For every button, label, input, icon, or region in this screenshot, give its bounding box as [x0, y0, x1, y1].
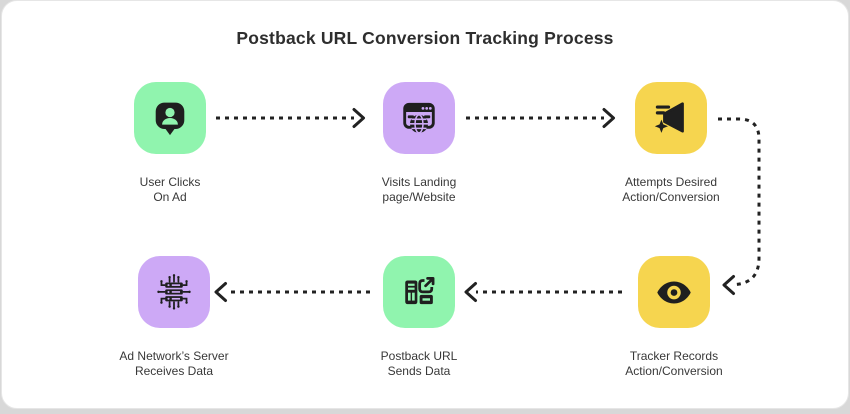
server-circuit-icon	[157, 274, 191, 310]
step-tile	[638, 256, 710, 328]
page-title: Postback URL Conversion Tracking Process	[236, 28, 614, 48]
step-label: User Clicks On Ad	[139, 175, 201, 204]
step-label: Visits Landing page/Website	[381, 175, 457, 204]
step-adnetwork-receives: Ad Network’s Server Receives Data	[86, 256, 262, 379]
step-label: Postback URL Sends Data	[380, 349, 458, 378]
eye-tracker-icon	[657, 281, 691, 304]
step-visits-landing: Visits Landing page/Website	[331, 82, 507, 205]
step-tile	[383, 256, 455, 328]
browser-globe-icon	[403, 102, 435, 134]
step-tile	[138, 256, 210, 328]
step-label: Tracker Records Action/Conversion	[625, 349, 723, 378]
step-tile	[383, 82, 455, 154]
step-postback-sends: Postback URL Sends Data	[331, 256, 507, 379]
megaphone-icon	[654, 102, 684, 133]
step-attempts-action: Attempts Desired Action/Conversion	[583, 82, 759, 205]
step-tile	[134, 82, 206, 154]
step-label: Ad Network’s Server Receives Data	[119, 349, 229, 378]
step-tile	[635, 82, 707, 154]
document-export-icon	[405, 276, 435, 305]
step-tracker-records: Tracker Records Action/Conversion	[586, 256, 762, 379]
step-user-clicks: User Clicks On Ad	[82, 82, 258, 205]
step-label: Attempts Desired Action/Conversion	[622, 175, 720, 204]
user-chat-bubble-icon	[155, 102, 185, 136]
